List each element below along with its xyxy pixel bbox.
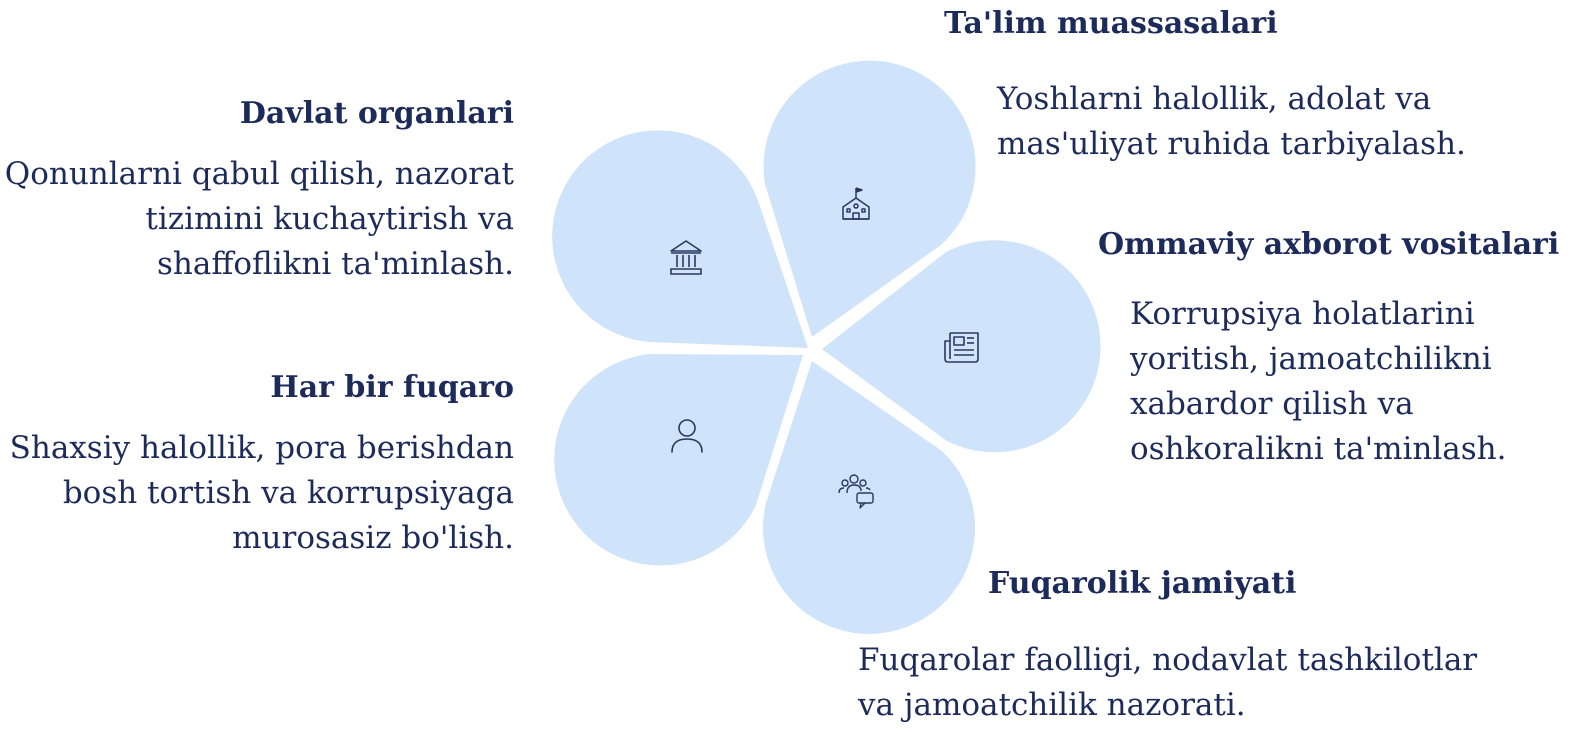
government-building-icon (670, 240, 702, 275)
fuqarolik-title: Fuqarolik jamiyati (988, 566, 1297, 601)
newspaper-icon (944, 332, 979, 363)
person-icon (671, 419, 703, 453)
ommaviy-title: Ommaviy axborot vositalari (1098, 227, 1560, 262)
petal-fuqarolik (763, 361, 976, 634)
petal-shape (552, 130, 808, 348)
petal-davlat (552, 130, 808, 348)
petal-shape (554, 354, 803, 566)
petal-talim (763, 60, 976, 337)
talim-title: Ta'lim muassasalari (944, 6, 1278, 41)
talim-description: Yoshlarni halollik, adolat va mas'uliyat… (997, 81, 1466, 162)
petal-shape (822, 240, 1101, 453)
petal-ommaviy (822, 240, 1101, 453)
fuqarolik-description: Fuqarolar faolligi, nodavlat tashkilotla… (858, 642, 1478, 723)
fuqaro-description: Shaxsiy halollik, pora berishdan bosh to… (9, 430, 514, 556)
davlat-description: Qonunlarni qabul qilish, nazorat tizimin… (4, 156, 514, 282)
petal-fuqaro (554, 354, 803, 566)
school-building-icon (842, 187, 870, 220)
ommaviy-description: Korrupsiya holatlarini yoritish, jamoatc… (1130, 296, 1507, 467)
petal-shape (763, 361, 976, 634)
fuqaro-title: Har bir fuqaro (270, 370, 514, 405)
petal-shape (763, 60, 976, 337)
people-chat-icon (838, 474, 874, 509)
davlat-title: Davlat organlari (239, 96, 514, 131)
